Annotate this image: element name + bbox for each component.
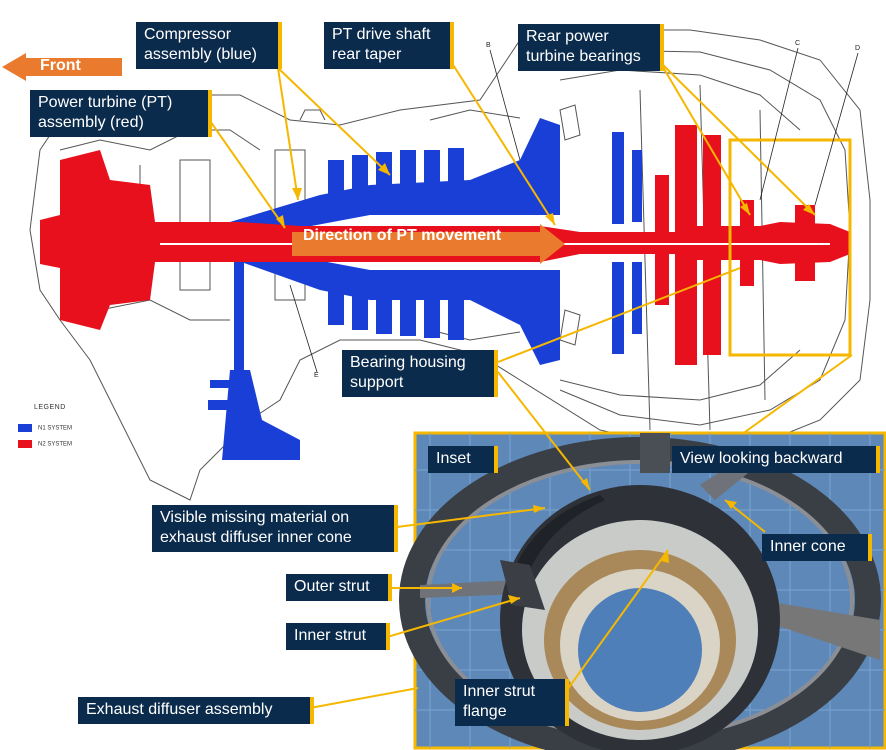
rear-bearings-label: Rear power turbine bearings xyxy=(518,24,664,71)
inset-label: Inset xyxy=(428,446,498,473)
legend-title: LEGEND xyxy=(34,404,66,411)
leader-lines xyxy=(207,59,853,709)
compressor-label: Compressor assembly (blue) xyxy=(136,22,282,69)
exhaust-diffuser-label: Exhaust diffuser assembly xyxy=(78,697,314,724)
legend-n2: N2 SYSTEM xyxy=(18,440,72,448)
legend-n2-swatch xyxy=(18,440,32,448)
legend-n2-label: N2 SYSTEM xyxy=(38,441,73,448)
front-label: Front xyxy=(40,57,81,74)
view-label: View looking backward xyxy=(672,446,880,473)
section-letter-e: E xyxy=(314,372,319,379)
section-letter-d: D xyxy=(855,45,861,52)
inner-cone-label: Inner cone xyxy=(762,534,872,561)
inner-strut-flange-label: Inner strut flange xyxy=(455,679,569,726)
compressor-assembly-blue xyxy=(208,118,642,460)
pt-shaft-label: PT drive shaft rear taper xyxy=(324,22,454,69)
direction-arrow xyxy=(292,224,565,264)
inner-strut-label: Inner strut xyxy=(286,623,390,650)
section-letter-b: B xyxy=(486,42,491,49)
bearing-housing-label: Bearing housing support xyxy=(342,350,498,397)
direction-label: Direction of PT movement xyxy=(303,227,502,244)
front-indicator: Front xyxy=(0,52,122,82)
rear-bearing-highlight-box xyxy=(728,138,852,357)
outer-strut-label: Outer strut xyxy=(286,574,392,601)
section-letter-c: C xyxy=(795,40,801,47)
pt-assembly-label: Power turbine (PT) assembly (red) xyxy=(30,90,212,137)
inset-photo xyxy=(399,431,886,750)
missing-material-label: Visible missing material on exhaust diff… xyxy=(152,505,398,552)
legend-n1-label: N1 SYSTEM xyxy=(38,425,73,432)
legend-n1: N1 SYSTEM xyxy=(18,424,72,432)
legend-n1-swatch xyxy=(18,424,32,432)
leader-arrowheads xyxy=(276,163,815,604)
section-callout-lines xyxy=(289,47,859,373)
front-arrow-icon xyxy=(2,53,122,81)
